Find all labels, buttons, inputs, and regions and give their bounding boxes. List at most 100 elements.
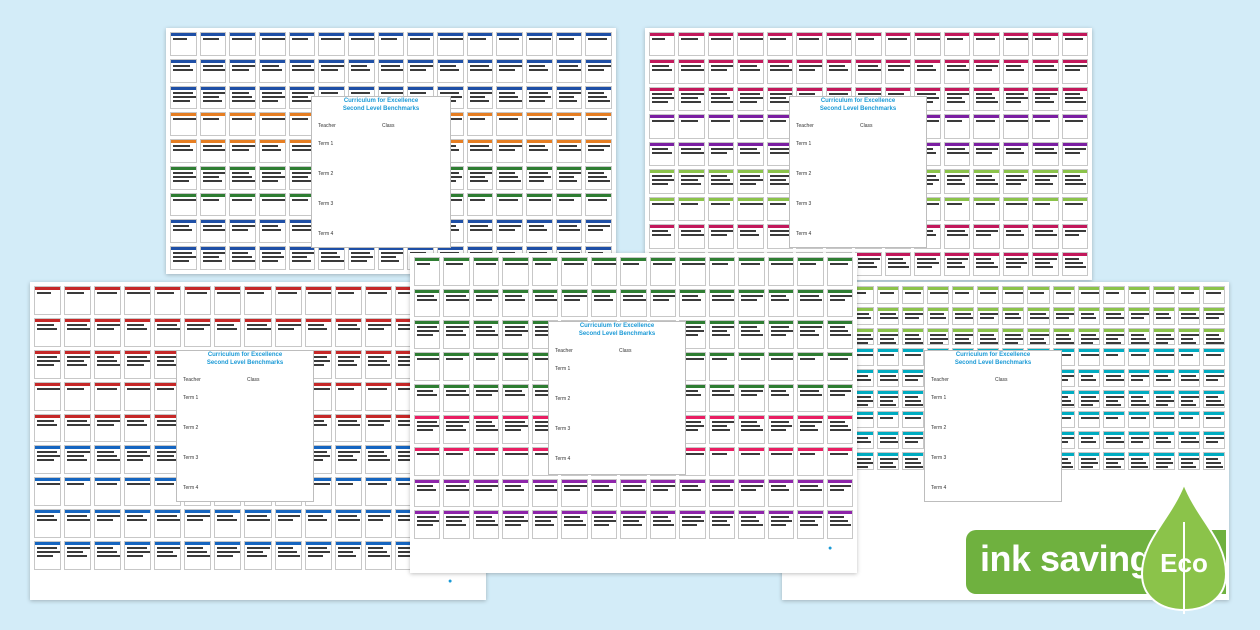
text-line	[417, 298, 437, 301]
benchmark-cell	[154, 509, 182, 539]
benchmark-cell	[1177, 348, 1200, 367]
text-line	[1180, 379, 1199, 382]
cell-colour-bar	[473, 479, 499, 483]
cell-colour-bar	[826, 87, 852, 91]
benchmark-cell	[1102, 286, 1125, 304]
benchmark-cell	[1061, 169, 1088, 194]
text-line	[417, 425, 440, 428]
cell-colour-bar	[1033, 142, 1058, 146]
cell-colour-bar	[1003, 170, 1029, 174]
benchmark-cell	[334, 317, 362, 347]
text-line	[232, 260, 255, 263]
cell-colour-bar	[944, 87, 970, 91]
benchmark-cell	[1127, 431, 1150, 450]
cell-colour-bar	[125, 287, 151, 290]
cell-colour-bar	[503, 384, 528, 388]
text-line	[593, 263, 617, 265]
text-line	[173, 179, 190, 182]
benchmark-cell	[826, 320, 853, 349]
benchmark-cell	[170, 139, 197, 163]
benchmark-cell	[318, 246, 345, 270]
text-line	[173, 64, 190, 67]
text-line	[417, 488, 437, 491]
benchmark-cell	[170, 32, 197, 56]
text-line	[173, 118, 196, 121]
benchmark-cell	[767, 415, 795, 444]
cell-colour-bar	[289, 59, 315, 63]
benchmark-cell	[973, 251, 1000, 276]
benchmark-cell	[64, 445, 92, 475]
benchmark-cell	[466, 192, 494, 217]
benchmark-cell	[288, 32, 316, 56]
text-line	[127, 547, 147, 550]
text-line	[1064, 261, 1083, 264]
text-line	[652, 100, 669, 103]
cell-colour-bar	[395, 542, 421, 546]
cell-colour-bar	[415, 511, 440, 515]
cell-colour-bar	[621, 289, 646, 293]
cell-colour-bar	[650, 115, 675, 119]
benchmark-cell	[678, 224, 705, 249]
text-line	[946, 175, 969, 178]
cell-colour-bar	[1053, 349, 1074, 353]
text-line	[528, 91, 548, 94]
cell-colour-bar	[415, 321, 440, 325]
cell-colour-bar	[1178, 411, 1199, 415]
cell-colour-bar	[365, 446, 391, 450]
text-line	[380, 252, 403, 255]
cell-colour-bar	[738, 115, 763, 119]
cell-colour-bar	[708, 170, 734, 174]
teacher-label: Teacher	[555, 348, 573, 354]
cell-colour-bar	[768, 352, 794, 356]
text-line	[157, 515, 177, 518]
text-line	[681, 69, 704, 72]
text-line	[367, 483, 387, 486]
text-line	[350, 256, 374, 259]
text-line	[652, 524, 675, 527]
text-line	[741, 484, 763, 487]
text-line	[946, 100, 966, 103]
cell-colour-bar	[395, 382, 421, 386]
cell-colour-bar	[1203, 349, 1224, 353]
text-line	[1205, 466, 1224, 469]
text-line	[976, 230, 998, 233]
benchmark-cell	[738, 257, 765, 286]
cell-colour-bar	[1053, 390, 1074, 394]
benchmark-cell	[884, 32, 912, 57]
cell-colour-bar	[200, 193, 226, 197]
text-line	[769, 96, 786, 99]
cell-colour-bar	[1103, 411, 1124, 415]
cell-colour-bar	[827, 289, 852, 293]
cell-colour-bar	[245, 318, 271, 322]
benchmark-cell	[1002, 251, 1030, 276]
benchmark-cell	[766, 141, 794, 167]
text-line	[1005, 292, 1024, 294]
text-line	[1105, 337, 1119, 340]
text-line	[173, 252, 193, 255]
tracker-panel: Curriculum for Excellence Second Level B…	[311, 96, 451, 248]
text-line	[769, 65, 790, 68]
text-line	[955, 292, 969, 294]
text-line	[367, 387, 388, 390]
text-line	[946, 261, 962, 264]
cell-colour-bar	[1178, 328, 1199, 332]
text-line	[711, 263, 728, 265]
cell-colour-bar	[497, 220, 522, 224]
text-line	[528, 118, 552, 121]
benchmark-cell	[525, 58, 553, 83]
benchmark-cell	[496, 58, 523, 83]
text-line	[380, 260, 400, 263]
cell-colour-bar	[556, 220, 582, 224]
benchmark-cell	[199, 85, 227, 110]
text-line	[976, 202, 995, 205]
benchmark-cell	[620, 478, 647, 508]
text-line	[475, 421, 493, 424]
term3-label: Term 3	[183, 455, 199, 461]
benchmark-cell	[1061, 251, 1088, 276]
text-line	[1130, 379, 1144, 382]
cell-colour-bar	[467, 166, 493, 170]
text-line	[769, 151, 793, 154]
text-line	[558, 68, 581, 71]
benchmark-cell	[1152, 327, 1175, 346]
cell-colour-bar	[974, 142, 999, 146]
